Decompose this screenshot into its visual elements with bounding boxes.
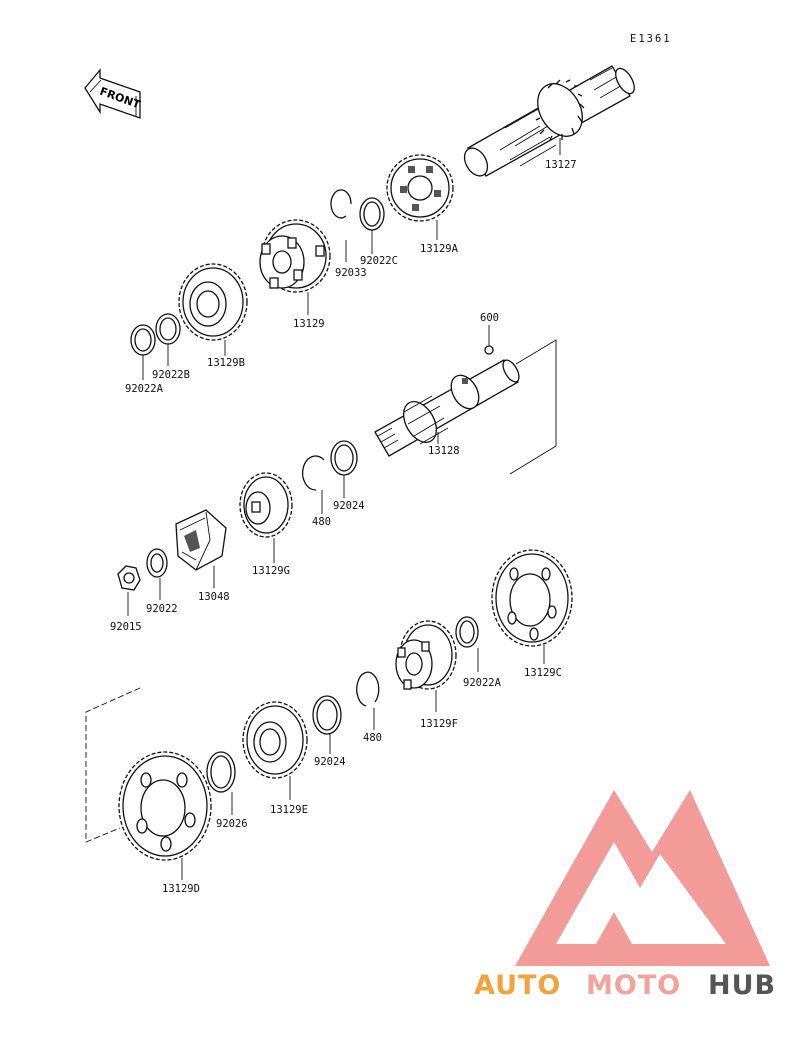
washer-92026 (206, 751, 236, 793)
label-92022C: 92022C (360, 255, 398, 267)
logo-text-auto: AUTO (474, 970, 561, 1001)
nut-92015 (117, 565, 141, 591)
gear-13129G (239, 472, 293, 538)
output-shaft-13128 (374, 359, 520, 457)
logo-text-hub: HUB (708, 970, 776, 1001)
label-92022A-top: 92022A (125, 383, 164, 395)
label-92015: 92015 (110, 621, 142, 633)
watermark-logo (515, 790, 770, 966)
washer-92022 (146, 548, 168, 578)
front-arrow-icon (84, 68, 141, 119)
label-13129C: 13129C (524, 667, 562, 679)
washer-92022A-top (130, 324, 156, 356)
label-92033: 92033 (335, 267, 367, 279)
label-13129G: 13129G (252, 565, 290, 577)
label-92022A-bottom: 92022A (463, 677, 502, 689)
logo-text-moto: MOTO (586, 970, 681, 1001)
washer-92024-bottom (312, 695, 342, 735)
washer-92022B (155, 313, 181, 345)
label-13129D: 13129D (162, 883, 200, 895)
gear-13129E (242, 701, 308, 779)
label-92022: 92022 (146, 603, 178, 615)
diagram-code: E1361 (630, 33, 672, 45)
circlip-480-bottom (356, 671, 380, 707)
washer-92022A-bottom (455, 616, 479, 648)
washer-92024-top (330, 440, 358, 476)
label-92026: 92026 (216, 818, 248, 830)
label-13129E: 13129E (270, 804, 308, 816)
input-shaft-13127 (463, 65, 635, 177)
label-480-top: 480 (312, 516, 331, 528)
washer-92022C (359, 197, 385, 231)
gear-13129F (395, 620, 457, 690)
gear-13129A (386, 154, 454, 222)
label-13129: 13129 (293, 318, 325, 330)
label-92024-bottom: 92024 (314, 756, 346, 768)
label-480-bottom: 480 (363, 732, 382, 744)
circlip-480-top (301, 455, 325, 491)
label-13129A: 13129A (420, 243, 459, 255)
label-13127: 13127 (545, 159, 577, 171)
gear-13129D (118, 751, 212, 861)
label-13129F: 13129F (420, 718, 458, 730)
coupling-13048 (175, 509, 227, 571)
dot-600 (484, 345, 494, 355)
label-92022B: 92022B (152, 369, 190, 381)
label-600: 600 (480, 312, 499, 324)
label-13128: 13128 (428, 445, 460, 457)
label-92024-top: 92024 (333, 500, 365, 512)
label-13129B: 13129B (207, 357, 245, 369)
bracket-line-left (85, 687, 141, 843)
gear-13129B (178, 263, 248, 341)
gear-13129C (491, 549, 573, 647)
circlip-92033 (330, 189, 352, 219)
bracket-line-right (509, 339, 557, 475)
gear-13129 (259, 219, 331, 293)
label-13048: 13048 (198, 591, 230, 603)
